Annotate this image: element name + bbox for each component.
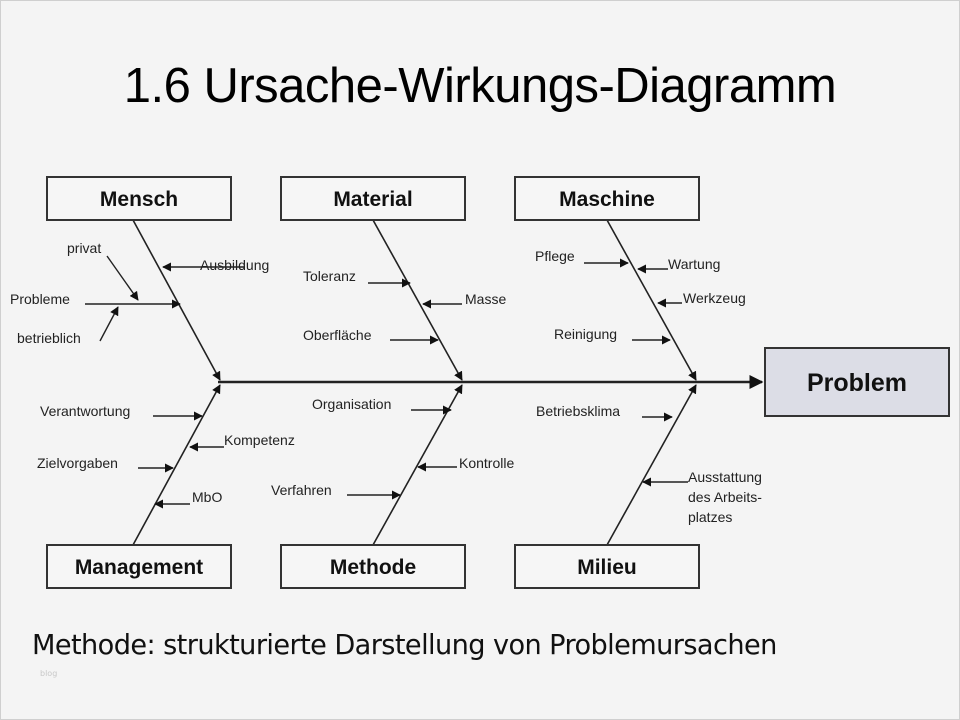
bone-line-management bbox=[132, 384, 221, 546]
slide-title: 1.6 Ursache-Wirkungs-Diagramm bbox=[123, 59, 837, 113]
slide-subtitle: Methode: strukturierte Darstellung von P… bbox=[32, 628, 777, 661]
cause-label: MbO bbox=[192, 489, 222, 505]
sub-cause-label: betrieblich bbox=[17, 330, 81, 346]
category-box-maschine bbox=[514, 176, 700, 221]
category-label-management: Management bbox=[75, 556, 203, 579]
cause-label: Betriebsklima bbox=[536, 403, 620, 419]
category-box-methode bbox=[280, 544, 466, 589]
cause-label: Organisation bbox=[312, 396, 391, 412]
cause-label: Reinigung bbox=[554, 326, 617, 342]
category-box-management bbox=[46, 544, 232, 589]
cause-label: Kontrolle bbox=[459, 455, 514, 471]
category-label-methode: Methode bbox=[330, 556, 416, 579]
cause-label: Toleranz bbox=[303, 268, 356, 284]
category-box-mensch bbox=[46, 176, 232, 221]
cause-label: Kompetenz bbox=[224, 432, 295, 448]
cause-label: Verfahren bbox=[271, 482, 332, 498]
cause-label: Wartung bbox=[668, 256, 720, 272]
cause-label: Oberfläche bbox=[303, 327, 372, 343]
cause-label: platzes bbox=[688, 509, 732, 525]
sub-cause-label: privat bbox=[67, 240, 101, 256]
category-box-milieu bbox=[514, 544, 700, 589]
cause-label: Verantwortung bbox=[40, 403, 130, 419]
sub-cause-arrow bbox=[99, 306, 119, 342]
sub-cause-arrow bbox=[106, 255, 139, 301]
cause-label: Masse bbox=[465, 291, 506, 307]
category-label-material: Material bbox=[333, 188, 412, 211]
bone-line-milieu bbox=[606, 384, 697, 546]
bone-line-mensch bbox=[132, 219, 221, 381]
bone-line-maschine bbox=[606, 219, 697, 381]
cause-label: Ausbildung bbox=[200, 257, 269, 273]
cause-label: Zielvorgaben bbox=[37, 455, 118, 471]
cause-label: Ausstattung bbox=[688, 469, 762, 485]
cause-label: Werkzeug bbox=[683, 290, 746, 306]
category-label-maschine: Maschine bbox=[559, 188, 655, 211]
problem-box bbox=[764, 347, 950, 417]
cause-label: Pflege bbox=[535, 248, 575, 264]
watermark: blog bbox=[40, 669, 58, 678]
bone-line-material bbox=[372, 219, 463, 381]
category-label-mensch: Mensch bbox=[100, 188, 178, 211]
cause-label: des Arbeits- bbox=[688, 489, 762, 505]
problem-label: Problem bbox=[807, 369, 907, 397]
category-box-material bbox=[280, 176, 466, 221]
category-label-milieu: Milieu bbox=[577, 556, 637, 579]
cause-label: Probleme bbox=[10, 291, 70, 307]
